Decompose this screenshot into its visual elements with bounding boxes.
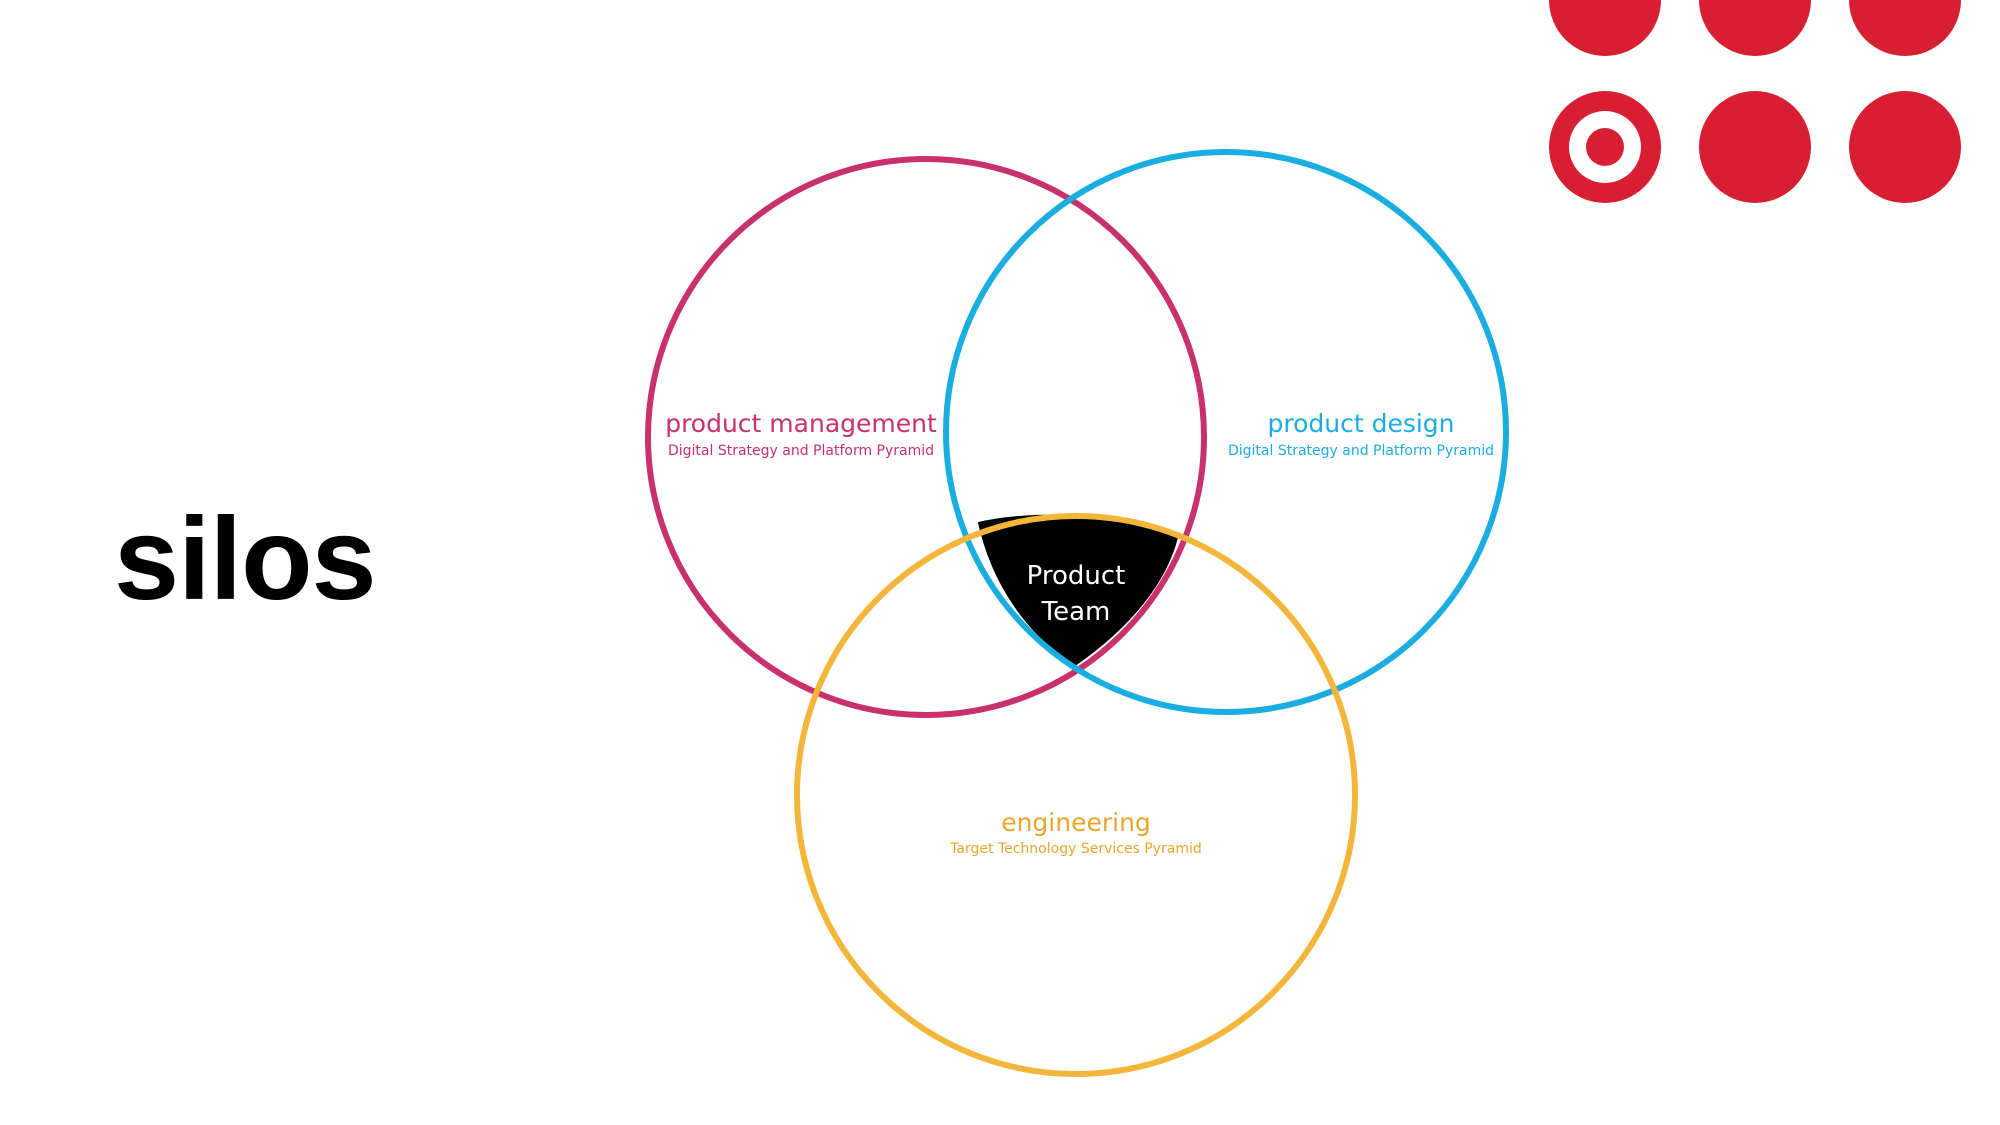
circle-product-management: [645, 156, 1207, 718]
engineering-label: engineering: [1001, 808, 1151, 837]
logo-dot: [1699, 0, 1811, 56]
circle-product-design: [943, 149, 1509, 715]
engineering-sublabel: Target Technology Services Pyramid: [949, 841, 1202, 857]
logo-dot: [1849, 0, 1961, 56]
logo-dot: [1549, 0, 1661, 56]
product-team-label-line1: Product: [1027, 561, 1126, 591]
slide-title: silos: [114, 493, 377, 624]
product-management-sublabel: Digital Strategy and Platform Pyramid: [668, 443, 934, 459]
logo-dot: [1699, 91, 1811, 203]
product-team-label-line2: Team: [1041, 597, 1111, 627]
product-design-sublabel: Digital Strategy and Platform Pyramid: [1228, 443, 1494, 459]
bullseye-icon: [1549, 91, 1661, 203]
circle-engineering: [794, 513, 1358, 1077]
logo-dot: [1849, 91, 1961, 203]
product-management-label: product management: [665, 409, 937, 438]
product-design-label: product design: [1267, 409, 1454, 438]
